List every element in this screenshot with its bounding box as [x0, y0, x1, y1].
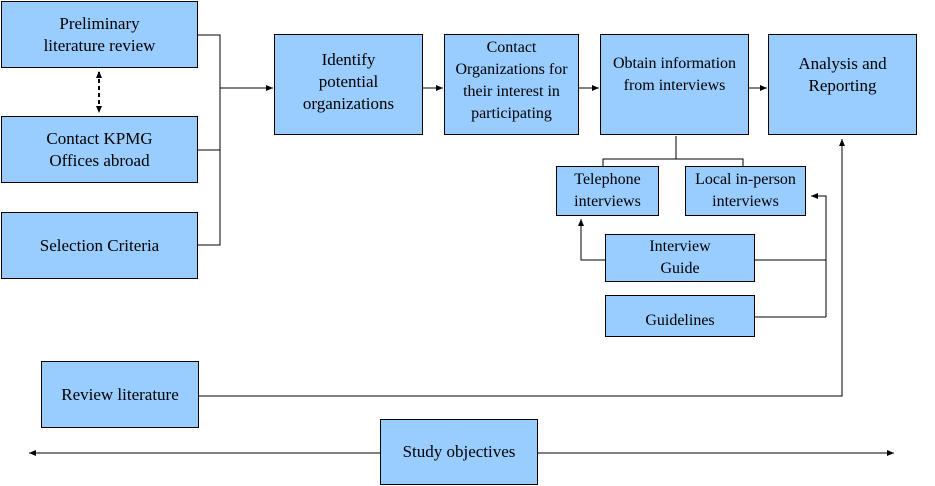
left-group-bracket	[198, 34, 221, 246]
arrow-review-to-analysis	[199, 139, 845, 397]
interview-guide-box: Interview Guide	[605, 234, 755, 282]
analysis-and-reporting-box: Analysis and Reporting	[768, 34, 917, 135]
local-in-person-interviews-box: Local in-person interviews	[685, 166, 806, 216]
guidelines-box: Guidelines	[605, 295, 755, 337]
arrow-to-local-interviews	[811, 193, 827, 317]
review-literature-box: Review literature	[41, 361, 199, 428]
telephone-interviews-box: Telephone interviews	[556, 166, 659, 216]
contact-kpmg-offices-box: Contact KPMG Offices abroad	[1, 116, 198, 183]
study-objectives-box: Study objectives	[380, 419, 538, 485]
guide-guidelines-connector	[755, 259, 826, 318]
preliminary-literature-review-box: Preliminary literature review	[1, 1, 198, 68]
arrow-guide-to-telephone	[578, 219, 605, 261]
contact-organizations-box: Contact Organizations for their interest…	[444, 34, 579, 135]
obtain-information-box: Obtain information from interviews	[600, 34, 749, 135]
identify-potential-organizations-box: Identify potential organizations	[274, 34, 423, 135]
selection-criteria-box: Selection Criteria	[1, 212, 198, 279]
interview-branch-connector	[602, 136, 744, 166]
